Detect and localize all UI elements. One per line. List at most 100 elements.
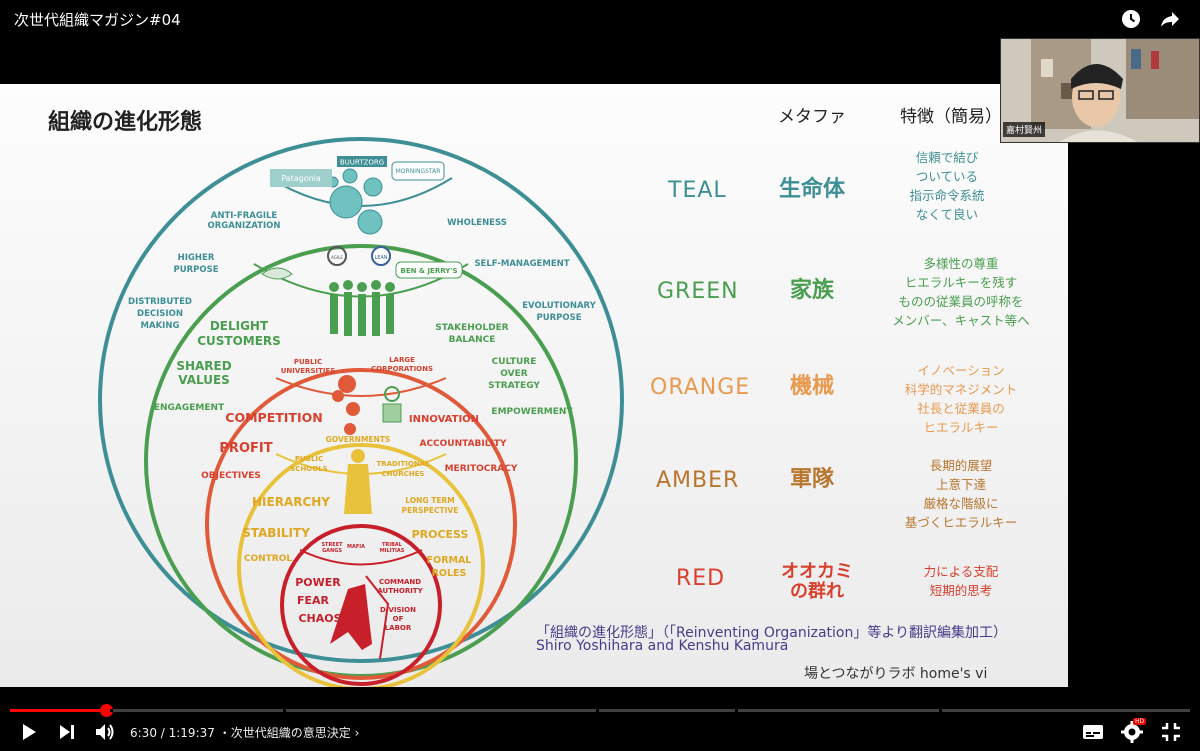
credit-line-2: Shiro Yoshihara and Kenshu Kamura [536,638,789,654]
svg-text:PROFIT: PROFIT [219,441,272,456]
chapter-title[interactable]: ・次世代組織の意思決定 [218,726,351,740]
innovator-figure [384,386,400,402]
slide-title: 組織の進化形態 [48,110,203,135]
feature-green: 多様性の尊重ヒエラルキーを残す ものの従業員の呼称をメンバー、キャスト等へ [892,256,1030,328]
metaphor-orange: 機械 [789,374,834,399]
svg-text:OBJECTIVES: OBJECTIVES [201,471,261,481]
buurtzorg-logo [337,156,387,167]
svg-text:DELIGHT: DELIGHT [210,319,269,333]
red-circle [280,524,442,686]
chapter-marker [110,709,113,712]
feature-red: 力による支配短期的思考 [923,564,999,598]
svg-text:HIERARCHY: HIERARCHY [252,495,330,509]
player-controls: 6:30 / 1:19:37 ・次世代組織の意思決定 › HD [0,700,1200,751]
svg-text:BALANCE: BALANCE [449,335,496,345]
stage-amber: AMBER [656,468,740,493]
svg-text:SHARED: SHARED [176,359,231,373]
feature-amber: 長期的展望上意下達 厳格な階級に基づくヒエラルキー [904,458,1018,530]
evolution-diagram: BUURTZORG MORNINGSTAR Patagonia AGILE LE… [98,137,624,687]
svg-text:OF: OF [393,615,404,623]
svg-text:TRADITIONAL: TRADITIONAL [376,460,430,468]
svg-text:STAKEHOLDER: STAKEHOLDER [435,323,509,333]
svg-text:MERITOCRACY: MERITOCRACY [445,464,518,474]
svg-text:PERSPECTIVE: PERSPECTIVE [402,506,459,515]
svg-text:Patagonia: Patagonia [281,174,321,183]
svg-text:CHURCHES: CHURCHES [382,470,425,478]
progress-scrubber[interactable] [100,704,114,717]
settings-icon[interactable]: HD [1120,718,1147,744]
chapter-marker [596,709,599,712]
svg-text:LARGE: LARGE [389,356,415,364]
chapter-marker [735,709,738,712]
orange-circle [205,368,517,680]
svg-text:WHOLENESS: WHOLENESS [447,218,507,228]
clock-icon[interactable] [1120,8,1142,30]
svg-text:EVOLUTIONARY: EVOLUTIONARY [522,301,596,311]
svg-text:ENGAGEMENT: ENGAGEMENT [154,403,225,413]
svg-text:STABILITY: STABILITY [242,526,310,540]
metaphor-red: オオカミの群れ [781,561,853,602]
subtitles-icon[interactable] [1081,720,1105,744]
share-icon[interactable] [1159,8,1181,30]
svg-text:FEAR: FEAR [297,594,330,607]
chapter-marker [283,709,286,712]
feature-header: 特徴（簡易） [900,107,1002,127]
heart-logo [261,267,293,280]
ben-and-jerrys-logo [395,261,463,279]
metaphor-header: メタファ [778,107,846,127]
svg-text:GOVERNMENTS: GOVERNMENTS [326,435,391,444]
svg-text:BUURTZORG: BUURTZORG [340,159,384,167]
stage-orange: ORANGE [650,375,751,400]
svg-text:PURPOSE: PURPOSE [173,265,218,275]
svg-text:PROCESS: PROCESS [412,528,469,541]
svg-text:HIGHER: HIGHER [178,253,215,263]
svg-text:CORPORATIONS: CORPORATIONS [371,365,433,373]
svg-text:ORGANIZATION: ORGANIZATION [208,221,281,231]
svg-text:SELF-MANAGEMENT: SELF-MANAGEMENT [474,259,569,269]
svg-text:MAKING: MAKING [141,321,180,331]
volume-icon[interactable] [93,720,117,744]
svg-text:ACCOUNTABILITY: ACCOUNTABILITY [419,439,507,449]
svg-text:CULTURE: CULTURE [492,357,537,367]
exit-fullscreen-icon[interactable] [1159,720,1183,744]
metaphor-green: 家族 [789,278,834,303]
morningstar-logo [391,161,445,181]
svg-text:AGILE: AGILE [331,255,343,260]
presentation-slide: 組織の進化形態 メタファ 特徴（簡易） BUURTZORG MORNINGSTA… [0,84,1068,687]
svg-text:CHAOS: CHAOS [298,612,341,625]
webcam-overlay: 嘉村賢州 [1000,38,1200,143]
progress-bar[interactable] [10,704,1190,717]
svg-text:CONTROL: CONTROL [244,554,293,564]
svg-text:INNOVATION: INNOVATION [409,414,479,425]
svg-text:COMMAND: COMMAND [379,578,421,586]
play-icon[interactable] [16,720,40,744]
svg-text:BEN & JERRY'S: BEN & JERRY'S [401,267,458,275]
svg-text:OVER: OVER [500,369,528,379]
svg-text:VALUES: VALUES [178,373,230,387]
amber-circle [237,443,485,687]
chapter-marker [939,709,942,712]
svg-text:CUSTOMERS: CUSTOMERS [197,334,281,348]
svg-text:SCHOOLS: SCHOOLS [290,465,327,473]
svg-text:LABOR: LABOR [385,624,412,632]
next-icon[interactable] [55,720,79,744]
svg-text:GANGS: GANGS [322,548,342,554]
svg-text:LONG TERM: LONG TERM [405,496,454,505]
svg-text:DISTRIBUTED: DISTRIBUTED [128,297,192,307]
metaphor-amber: 軍隊 [789,467,834,492]
top-bar: 次世代組織マガジン#04 [0,0,1200,38]
svg-text:POWER: POWER [295,576,341,589]
stage-red: RED [676,566,726,591]
svg-text:STRATEGY: STRATEGY [488,381,540,391]
svg-text:FORMAL: FORMAL [427,555,472,566]
svg-text:STREET: STREET [321,542,343,548]
video-title[interactable]: 次世代組織マガジン#04 [14,11,181,29]
innovator-body [382,403,402,423]
chevron-right-icon[interactable]: › [354,726,360,740]
svg-text:COMPETITION: COMPETITION [225,410,322,425]
time-display: 6:30 / 1:19:37 ・次世代組織の意思決定 › [130,726,360,740]
feature-teal: 信頼で結びついている 指示命令系統なくて良い [909,150,985,222]
progress-played [10,709,107,712]
stage-green: GREEN [657,279,739,304]
svg-text:PUBLIC: PUBLIC [295,455,323,463]
